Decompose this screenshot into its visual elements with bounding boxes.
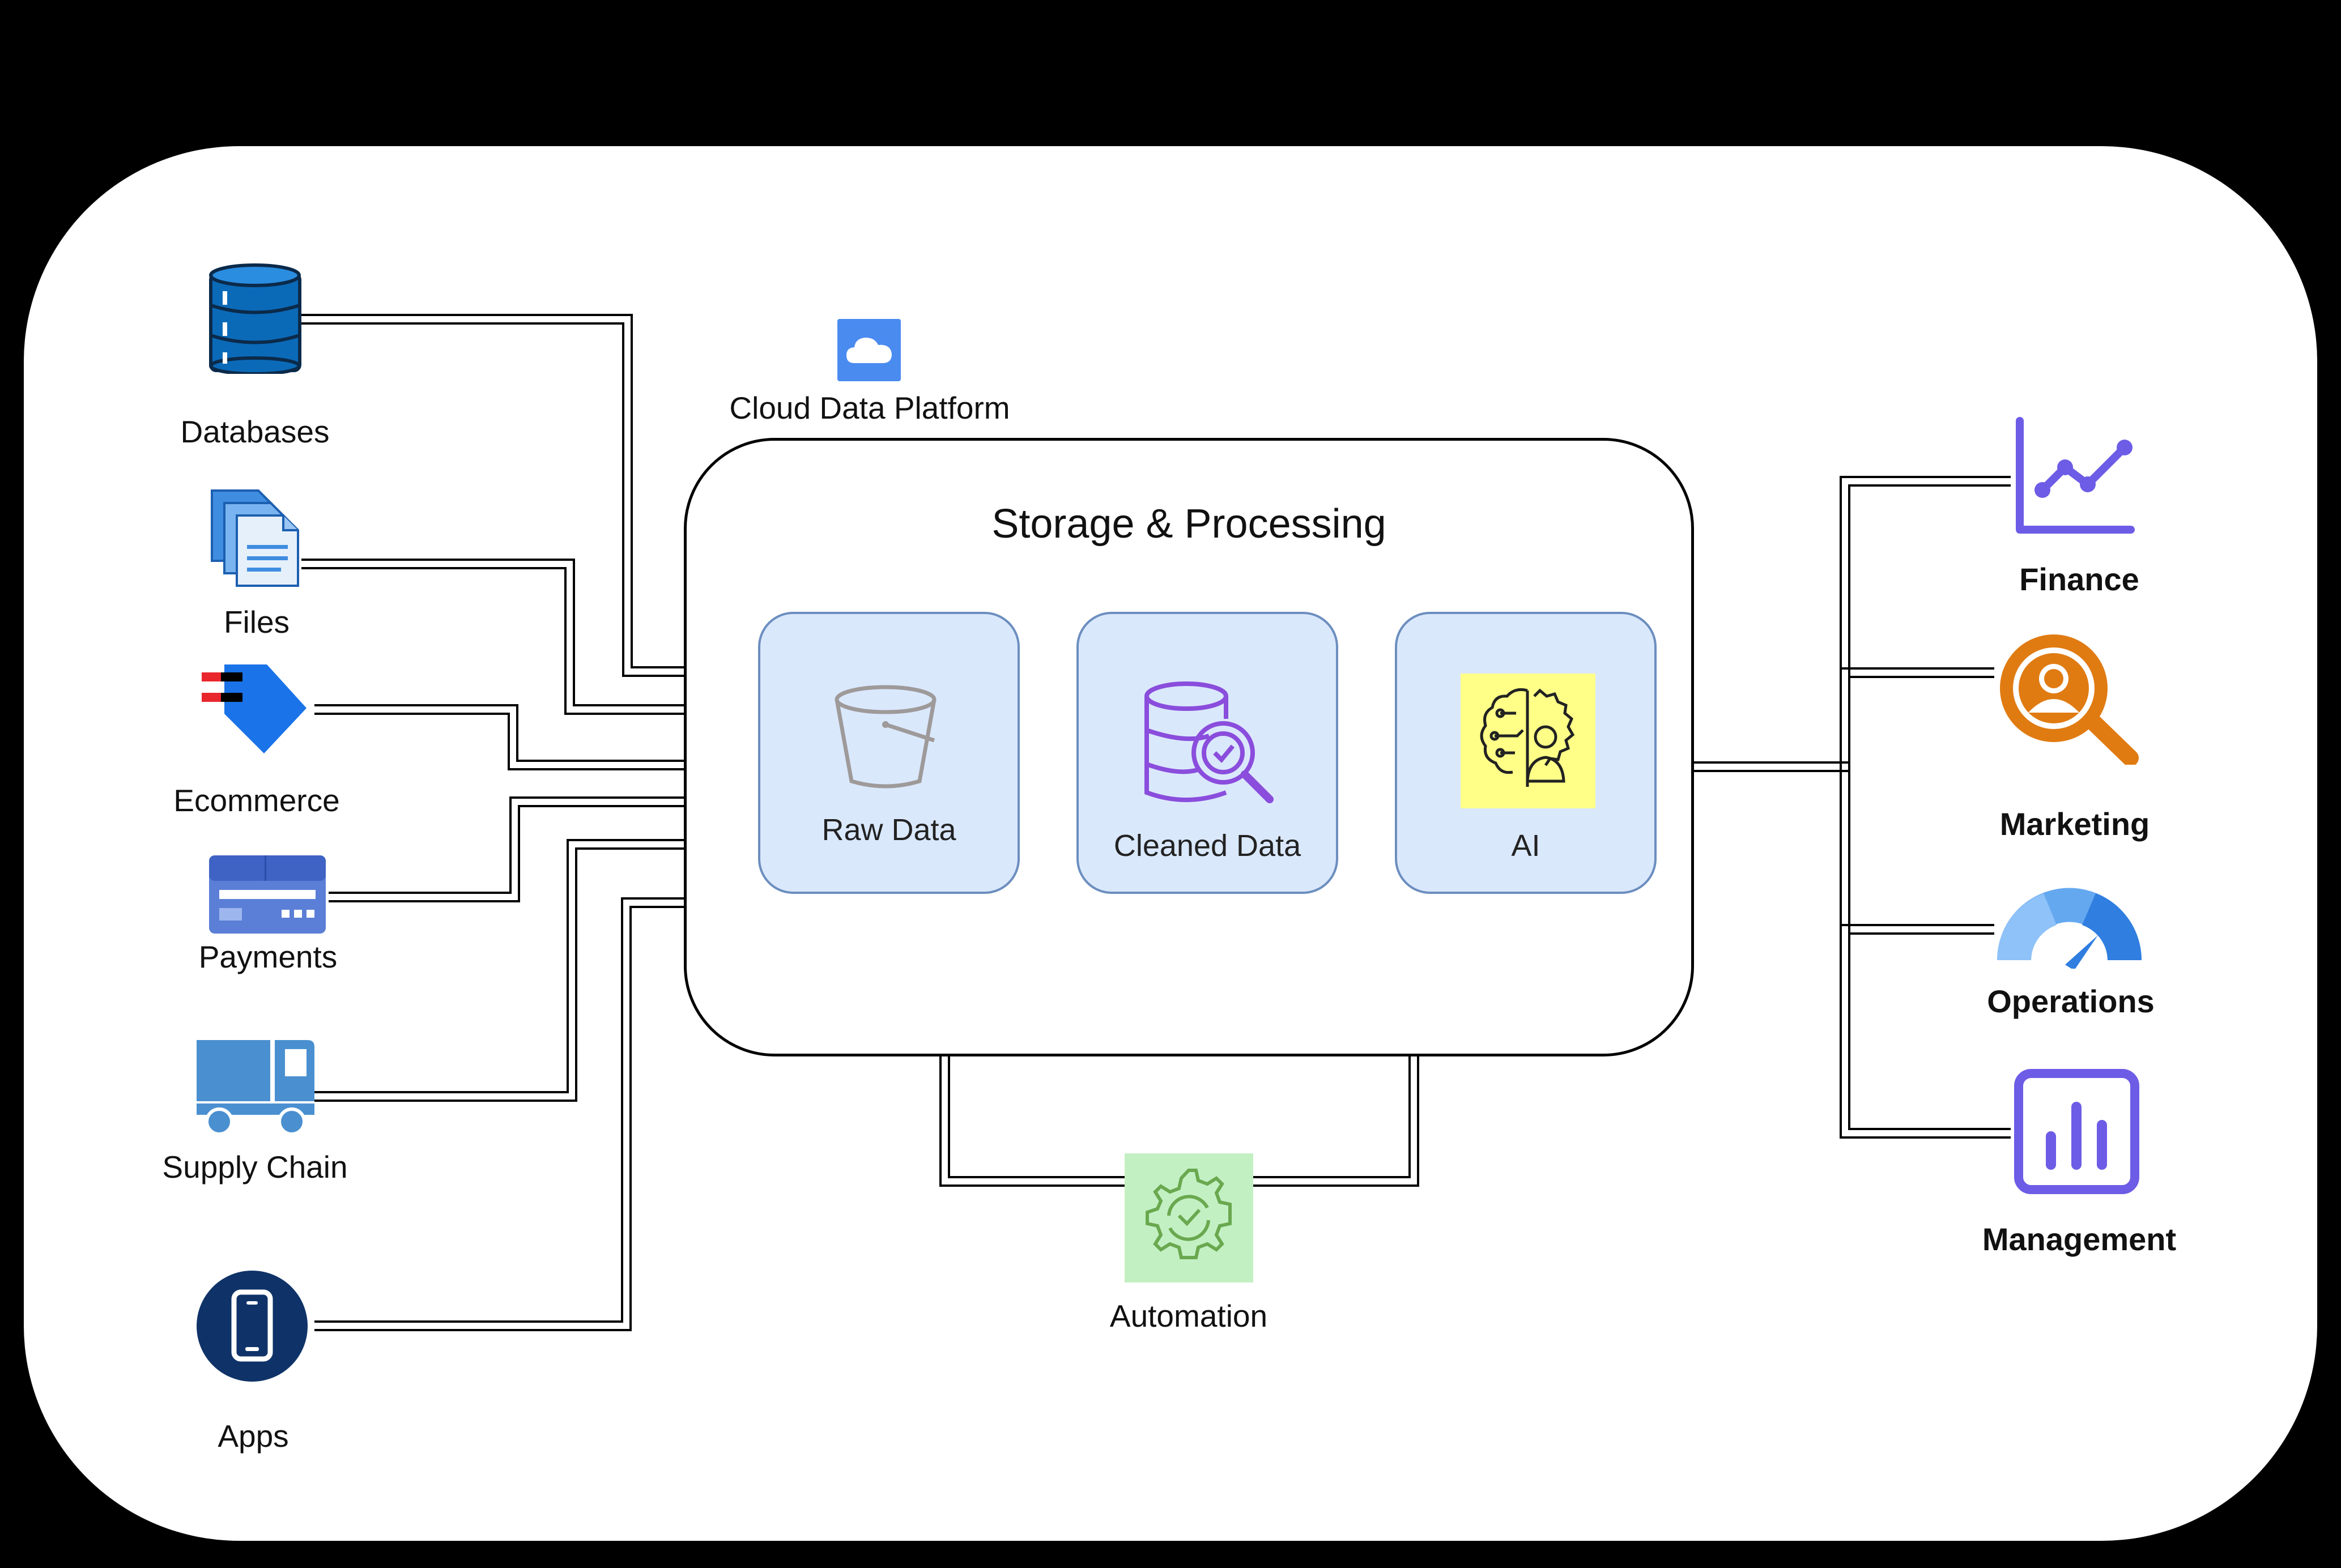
cloud-platform-label: Cloud Data Platform xyxy=(729,390,1010,425)
gear-check-icon xyxy=(1125,1153,1253,1282)
wire-apps xyxy=(314,897,684,1323)
wire-automation xyxy=(1253,1056,1419,1187)
wire-supply-chain xyxy=(314,847,684,1102)
truck-icon xyxy=(195,1038,316,1135)
stage-label-cleaned-data: Cleaned Data xyxy=(1113,829,1301,863)
source-label-apps: Apps xyxy=(218,1418,289,1454)
wire-automation xyxy=(948,1056,1125,1178)
database-icon xyxy=(208,263,302,374)
wire-databases xyxy=(301,314,684,668)
consumer-label-finance: Finance xyxy=(2019,561,2139,597)
source-label-payments: Payments xyxy=(198,939,338,974)
stage-ai[interactable]: AI xyxy=(1395,612,1657,894)
source-label-ecommerce: Ecommerce xyxy=(173,783,340,818)
bucket-icon xyxy=(833,679,947,792)
ai-brain-gear-icon xyxy=(1461,674,1595,808)
automation-label: Automation xyxy=(1109,1298,1268,1333)
wire-supply-chain xyxy=(314,839,684,1093)
wire-finance xyxy=(1840,476,2011,1139)
stage-raw-data[interactable]: Raw Data xyxy=(758,612,1020,894)
wire-files xyxy=(301,559,684,706)
wire-ecommerce xyxy=(314,713,684,770)
wire-finance xyxy=(1848,484,2011,1130)
source-label-supply-chain: Supply Chain xyxy=(162,1149,348,1184)
wire-automation xyxy=(1253,1056,1411,1178)
consumer-label-operations: Operations xyxy=(1987,983,2155,1019)
line-chart-icon xyxy=(2014,416,2136,535)
credit-card-icon xyxy=(208,854,327,935)
user-search-icon xyxy=(1994,629,2142,765)
stage-label-raw-data: Raw Data xyxy=(822,813,956,847)
stage-label-ai: AI xyxy=(1511,829,1540,863)
wire-apps xyxy=(314,906,684,1331)
source-label-files: Files xyxy=(223,604,290,640)
source-label-databases: Databases xyxy=(180,414,330,449)
storage-processing-title: Storage & Processing xyxy=(991,501,1386,547)
gauge-icon xyxy=(1991,881,2147,969)
stage-cleaned-data[interactable]: Cleaned Data xyxy=(1076,612,1338,894)
cloud-icon xyxy=(837,319,901,381)
wire-databases xyxy=(301,322,684,677)
consumer-label-marketing: Marketing xyxy=(1999,806,2150,842)
mobile-phone-icon xyxy=(195,1269,309,1383)
wire-payments xyxy=(329,805,684,902)
wire-automation xyxy=(939,1056,1125,1187)
wire-files xyxy=(301,567,684,715)
database-search-icon xyxy=(1144,679,1277,809)
wire-payments xyxy=(329,796,684,894)
files-icon xyxy=(210,488,300,588)
bar-chart-icon xyxy=(2013,1068,2140,1195)
wire-ecommerce xyxy=(314,704,684,762)
tag-icon xyxy=(202,660,309,759)
consumer-label-management: Management xyxy=(1982,1221,2177,1257)
